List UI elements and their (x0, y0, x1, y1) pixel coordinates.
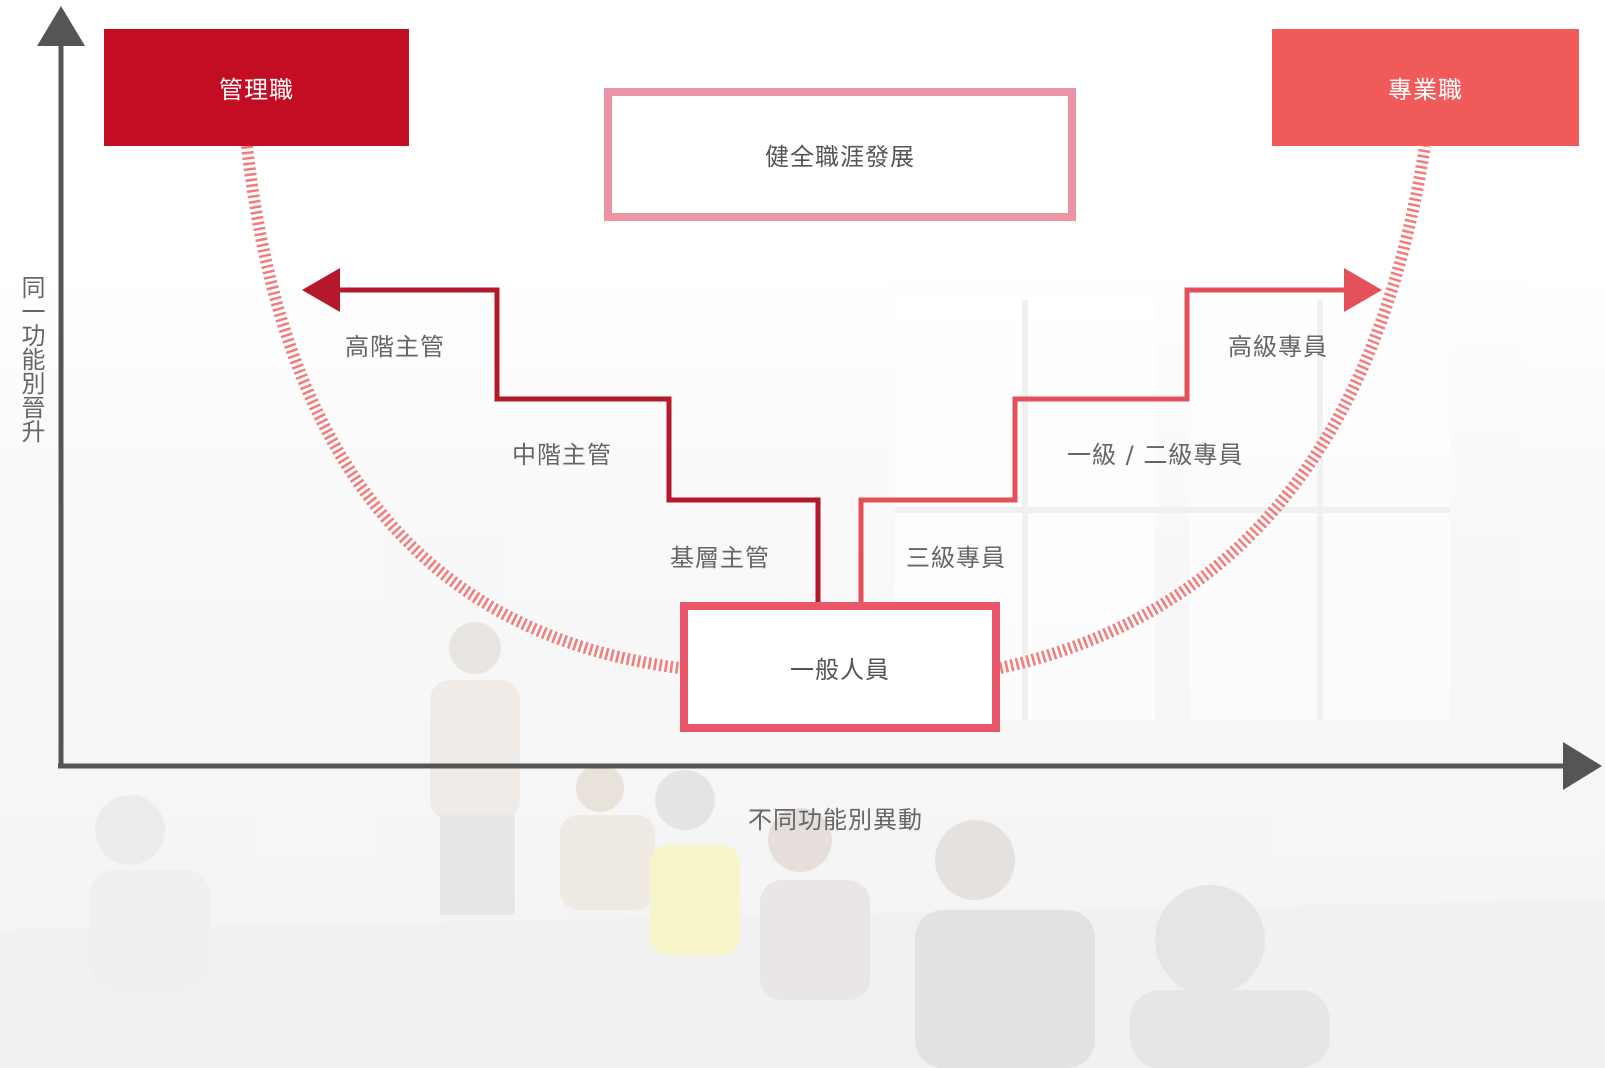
management-track-box: 管理職 (104, 29, 409, 146)
management-curve (241, 145, 681, 674)
x-axis-arrowhead (1563, 742, 1602, 790)
professional-ladder-arrowhead (1344, 268, 1382, 312)
professional-curve (998, 145, 1431, 674)
y-axis-arrowhead (37, 6, 85, 46)
base-manager-label: 基層主管 (670, 544, 770, 572)
senior-manager-label: 高階主管 (345, 333, 445, 361)
senior-specialist-label: 高級專員 (1228, 333, 1328, 361)
professional-track-box: 專業職 (1272, 29, 1579, 146)
y-axis-title: 同一功能別晉升 (17, 275, 45, 443)
management-ladder-arrowhead (302, 268, 340, 312)
level1-2-specialist-label: 一級 / 二級專員 (1067, 441, 1244, 469)
management-ladder-path (335, 287, 821, 602)
career-development-label: 健全職涯發展 (765, 143, 915, 171)
x-axis-title: 不同功能別異動 (748, 806, 923, 834)
level3-specialist-label: 三級專員 (906, 544, 1006, 572)
career-development-box: 健全職涯發展 (604, 88, 1076, 221)
management-track-label: 管理職 (219, 76, 294, 104)
mid-manager-label: 中階主管 (512, 441, 612, 469)
background-photo (0, 270, 1605, 1068)
professional-track-label: 專業職 (1388, 76, 1463, 104)
professional-ladder-path (858, 287, 1345, 602)
general-staff-label: 一般人員 (790, 655, 890, 684)
general-staff-box: 一般人員 (680, 602, 1000, 732)
